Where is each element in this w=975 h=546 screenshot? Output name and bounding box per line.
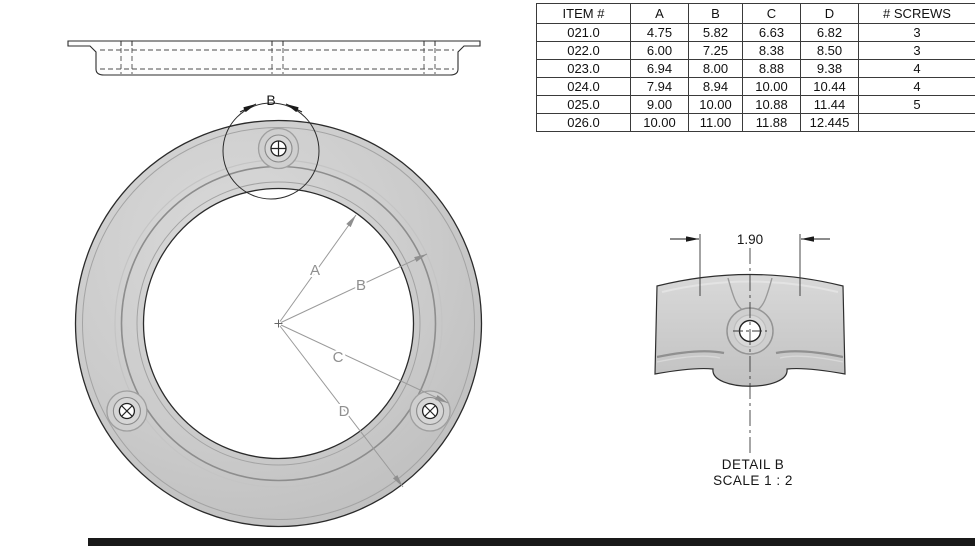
screw-hole-top — [257, 127, 300, 170]
table-cell: 11.88 — [742, 113, 801, 132]
detail-view: 1.90 DETAIL B SCALE 1 : 2 — [654, 232, 846, 488]
table-cell: 10.00 — [742, 77, 801, 96]
radius-line-c — [280, 324, 449, 404]
profile-outline — [67, 40, 481, 76]
table-cell: 11.00 — [688, 113, 743, 132]
radius-label-d: D — [339, 403, 350, 420]
table-cell: 9.00 — [630, 95, 689, 114]
column-header: D — [800, 3, 859, 24]
table-cell: 12.445 — [800, 113, 859, 132]
table-cell: 8.50 — [800, 41, 859, 60]
table-cell: 7.25 — [688, 41, 743, 60]
detail-callout-label: B — [266, 92, 275, 108]
table-cell: 10.44 — [800, 77, 859, 96]
radius-line-b — [280, 253, 428, 323]
ring-outer-edge — [74, 119, 483, 528]
screw-hole-right — [409, 390, 451, 432]
table-cell: 025.0 — [536, 95, 631, 114]
table-cell: 3 — [858, 41, 975, 60]
column-header: ITEM # — [536, 3, 631, 24]
table-cell: 10.88 — [742, 95, 801, 114]
table-cell: 023.0 — [536, 59, 631, 78]
detail-title: DETAIL B — [722, 457, 785, 472]
profile-hidden-lines — [100, 48, 454, 74]
table-cell: 3 — [858, 23, 975, 42]
table-cell — [858, 113, 975, 132]
ring-inner-fillet — [136, 181, 421, 466]
table-cell: 10.00 — [688, 95, 743, 114]
detail-circle-arrow-right — [285, 103, 303, 113]
radius-label-b: B — [356, 277, 366, 294]
bottom-bar — [88, 538, 975, 546]
table-cell: 4.75 — [630, 23, 689, 42]
table-cell: 8.00 — [688, 59, 743, 78]
table-cell: 6.63 — [742, 23, 801, 42]
table-cell: 10.00 — [630, 113, 689, 132]
front-view: B A B C D — [74, 92, 483, 528]
top-profile-view — [67, 40, 481, 76]
radius-label-c: C — [333, 349, 344, 366]
detail-circle — [222, 102, 320, 200]
table-cell: 9.38 — [800, 59, 859, 78]
table-cell: 11.44 — [800, 95, 859, 114]
detail-scale: SCALE 1 : 2 — [713, 473, 793, 488]
table-cell: 8.88 — [742, 59, 801, 78]
center-mark — [274, 319, 283, 328]
detail-circle-arrow-left — [239, 103, 257, 113]
table-cell: 026.0 — [536, 113, 631, 132]
detail-dimension-label: 1.90 — [737, 232, 763, 247]
column-header: # SCREWS — [858, 3, 975, 24]
table-cell: 8.38 — [742, 41, 801, 60]
table-cell: 5 — [858, 95, 975, 114]
table-cell: 022.0 — [536, 41, 631, 60]
table-cell: 7.94 — [630, 77, 689, 96]
table-cell: 6.94 — [630, 59, 689, 78]
table-cell: 4 — [858, 59, 975, 78]
table-cell: 8.94 — [688, 77, 743, 96]
profile-boss-tabs — [120, 41, 436, 46]
ring-body — [75, 120, 482, 527]
ring-inner-edge — [142, 187, 415, 460]
screw-hole-left — [106, 390, 148, 432]
radius-label-a: A — [310, 262, 320, 279]
table-cell: 6.82 — [800, 23, 859, 42]
detail-dimension: 1.90 — [670, 232, 830, 296]
table-cell: 6.00 — [630, 41, 689, 60]
radius-line-a — [279, 214, 357, 322]
column-header: A — [630, 3, 689, 24]
column-header: C — [742, 3, 801, 24]
ring-outer-fillet — [82, 127, 475, 520]
radius-line-d — [279, 325, 404, 488]
detail-groove — [656, 350, 844, 363]
table-cell: 5.82 — [688, 23, 743, 42]
radius-dimension-lines — [279, 214, 449, 488]
column-header: B — [688, 3, 743, 24]
table-cell: 024.0 — [536, 77, 631, 96]
table-cell: 021.0 — [536, 23, 631, 42]
table-cell: 4 — [858, 77, 975, 96]
